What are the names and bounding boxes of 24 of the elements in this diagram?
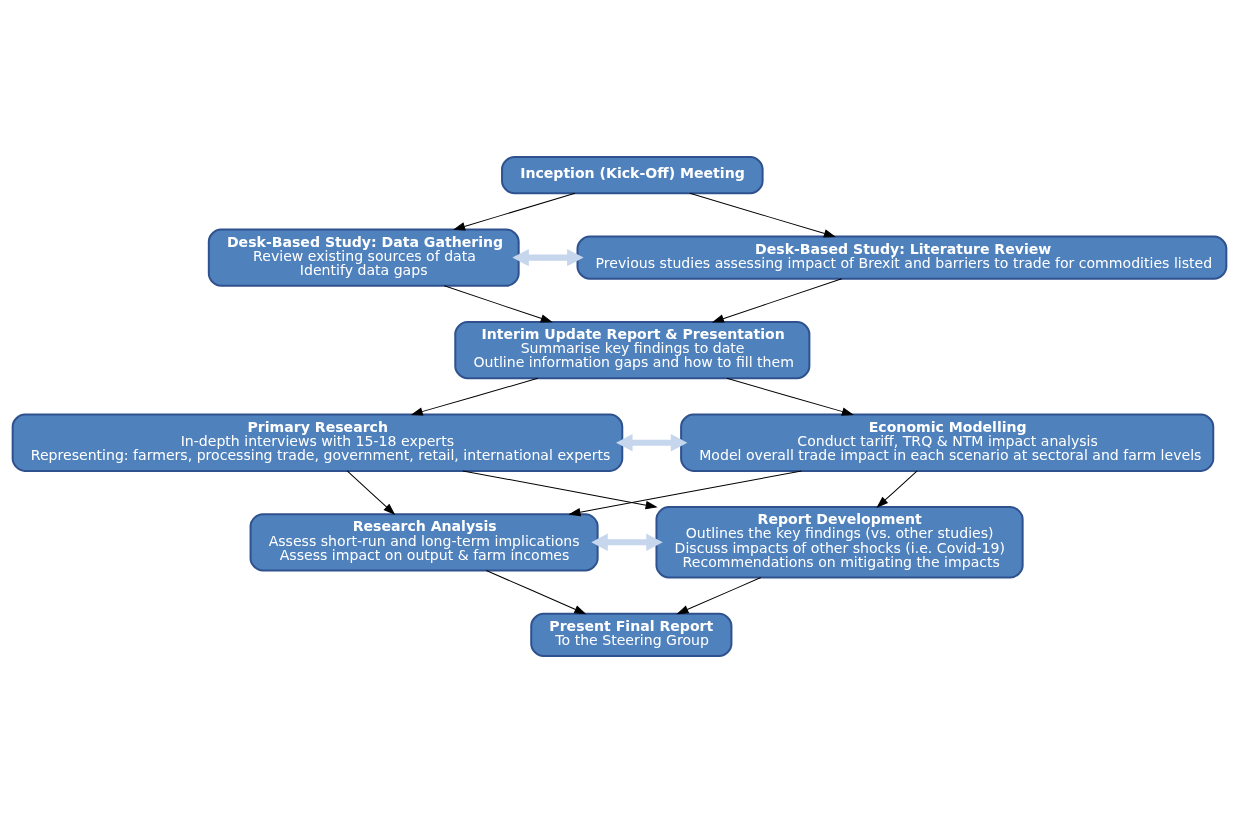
arrow bbox=[453, 192, 576, 231]
node-box: Primary Research In-depth interviews with 15-18 experts Representing: farmers, processing trade, government, retail, international experts bbox=[11, 413, 624, 472]
arrow bbox=[346, 470, 396, 515]
arrow bbox=[616, 434, 688, 452]
node-box: Research Analysis Assess short-run and long-term implications Assess impact on output & farm incomes bbox=[249, 513, 599, 572]
node-box: Interim Update Report & Presentation Summarise key findings to date Outline information gaps and how to fill them bbox=[454, 321, 811, 380]
arrow bbox=[676, 577, 762, 615]
arrow bbox=[443, 285, 553, 323]
node-box: Report Development Outlines the key findings (vs. other studies) Discuss impacts of other shocks (i.e. Covid-19) Recommendations on mitigating the impacts bbox=[655, 506, 1024, 579]
arrow bbox=[462, 470, 658, 510]
arrow bbox=[591, 533, 663, 551]
arrow bbox=[410, 377, 539, 416]
arrow bbox=[876, 470, 918, 508]
node-box: Desk-Based Study: Literature Review Previous studies assessing impact of Brexit and barriers to trade for commodities listed bbox=[576, 235, 1228, 280]
node-box: Present Final Report To the Steering Group bbox=[530, 612, 733, 657]
arrow bbox=[485, 569, 587, 615]
arrow bbox=[568, 470, 802, 517]
arrow bbox=[711, 278, 843, 323]
arrow bbox=[512, 248, 584, 267]
node-box: Desk-Based Study: Data Gathering Review existing sources of data Identify data gaps bbox=[207, 228, 520, 287]
node-box: Economic Modelling Conduct tariff, TRQ & NTM impact analysis Model overall trade impact in each scenario at sectoral and farm levels bbox=[680, 413, 1215, 472]
node-box: Inception (Kick-Off) Meeting bbox=[501, 156, 764, 195]
arrow bbox=[689, 192, 836, 238]
arrow bbox=[726, 377, 854, 416]
